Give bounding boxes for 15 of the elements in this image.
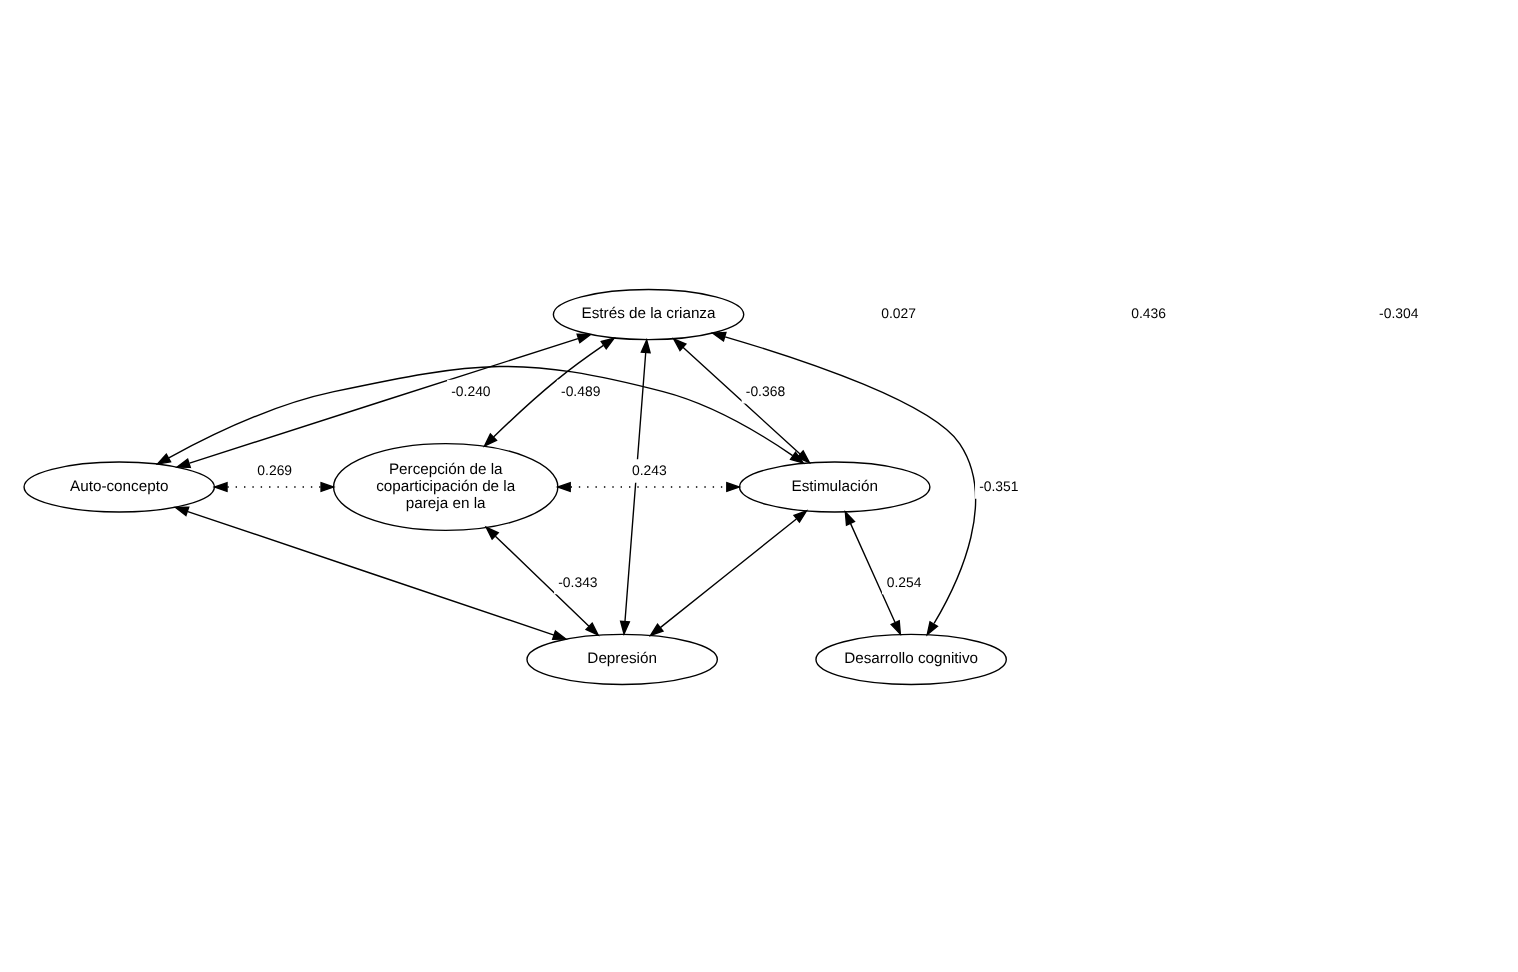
node-ellipse: Auto-concepto [23,460,216,512]
node-ellipse: Percepción de la coparticipación de la pareja en la [332,441,559,531]
arrow [483,335,616,447]
arrow [710,330,977,636]
node-ellipse: Depresión [526,632,718,685]
arrow [844,509,902,636]
arrow [155,364,806,465]
node-ellipse: Estimulación [738,460,931,512]
arrow [619,336,651,636]
arrow [212,480,336,492]
arrow [173,505,568,639]
node-ellipse: Desarrollo cognitivo [815,632,1007,685]
arrow [648,508,809,636]
arrow [175,332,593,468]
arrow [555,480,742,492]
